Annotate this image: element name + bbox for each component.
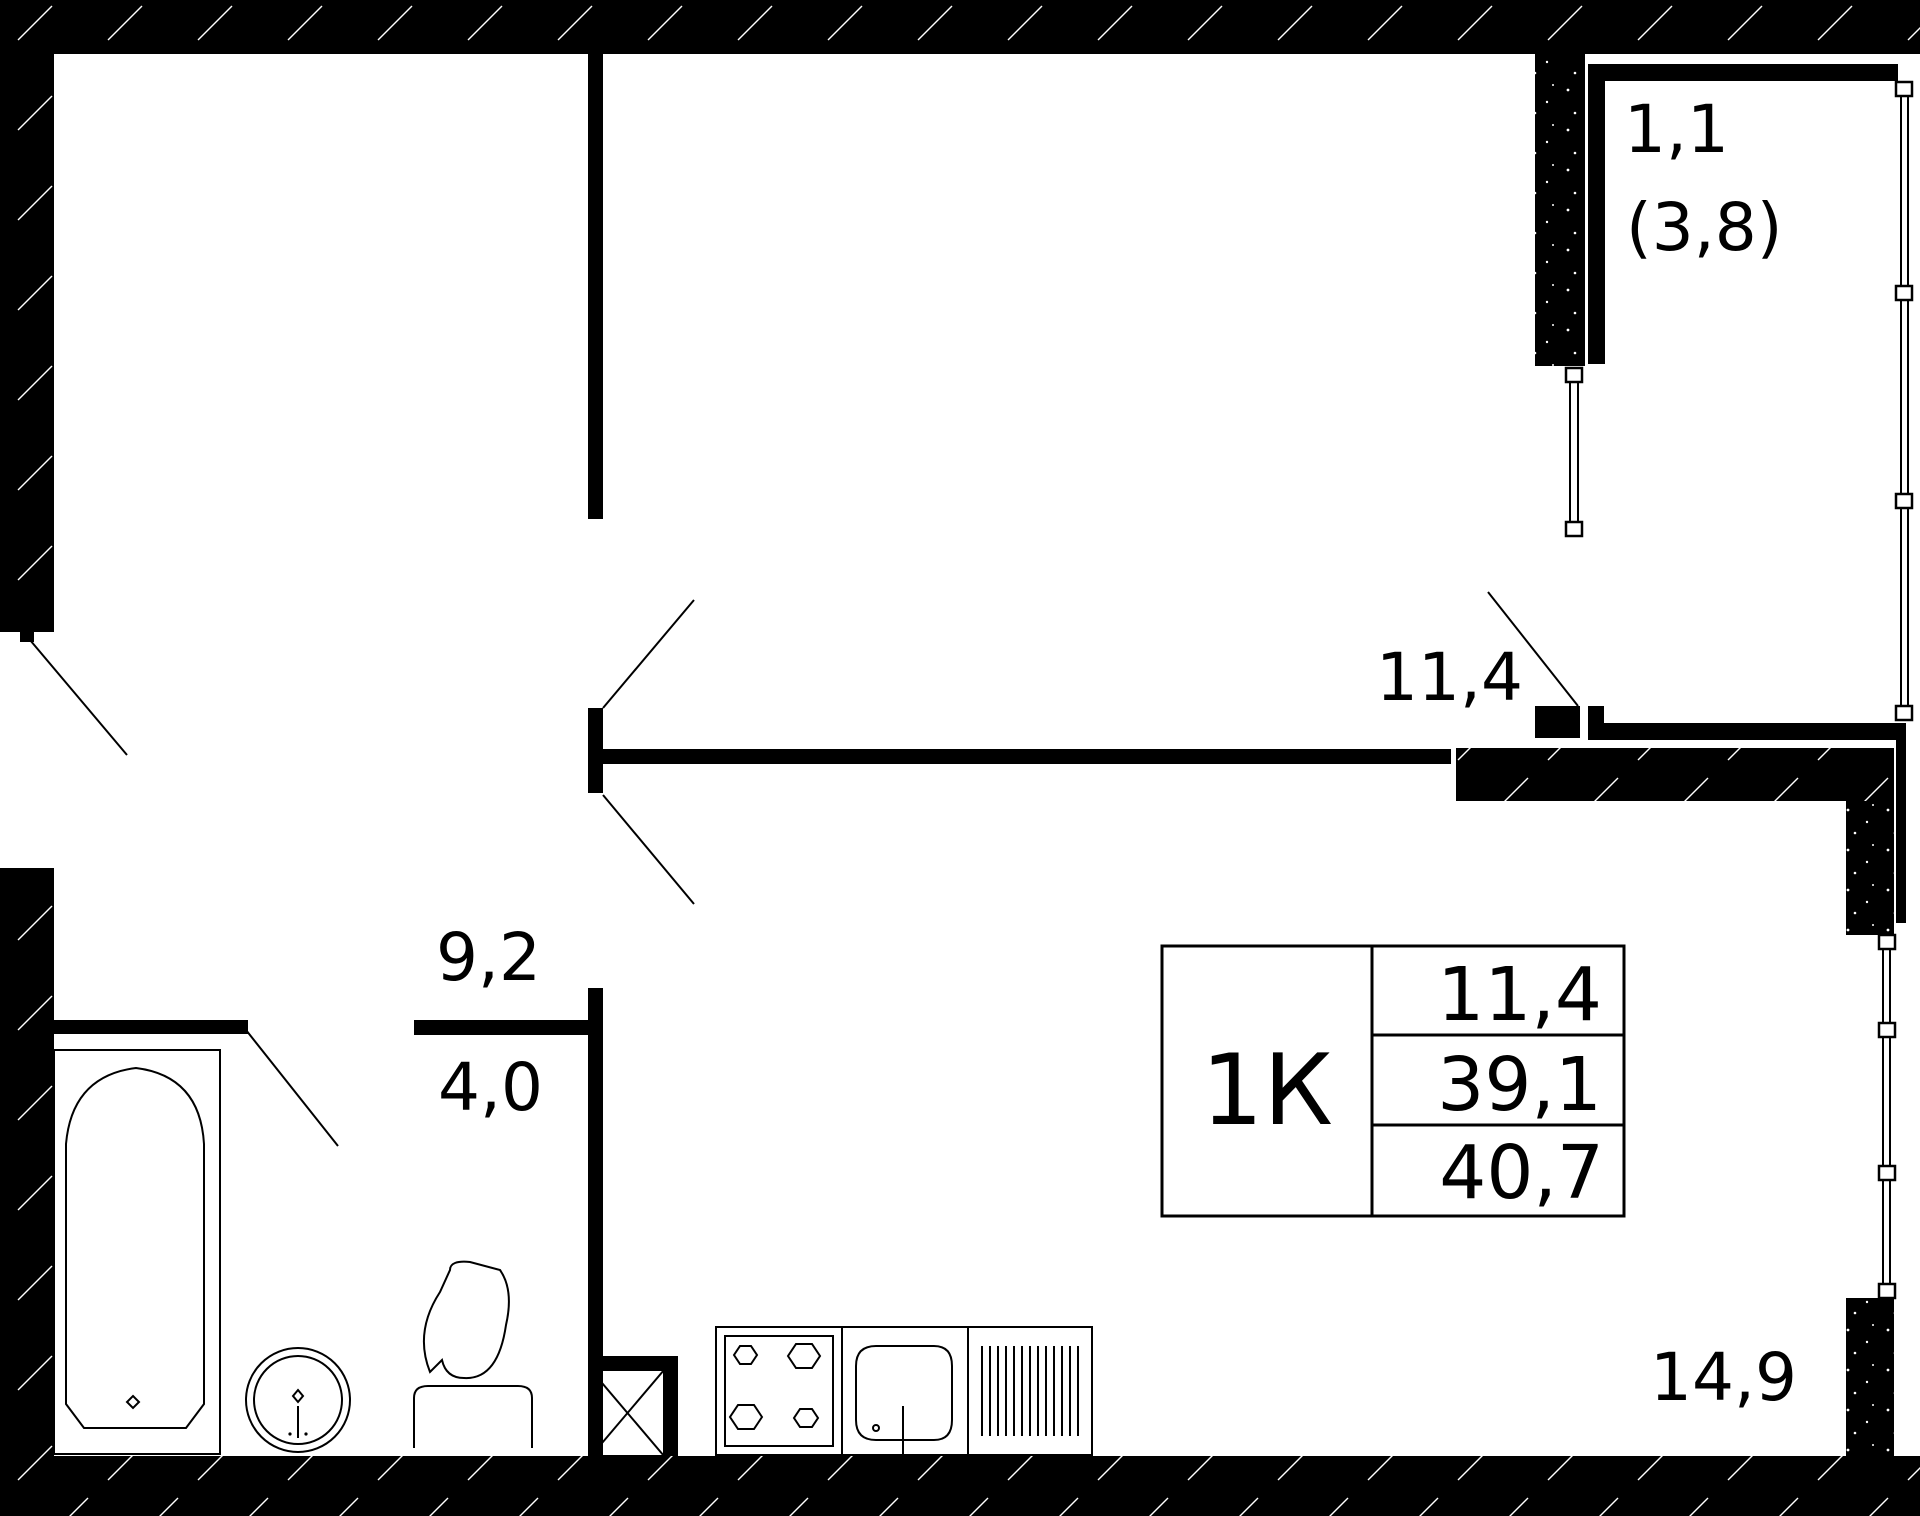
entrance-door-swing [29,639,128,756]
balcony [1487,64,1914,923]
shaft-icon [590,1369,665,1457]
balcony-wall [1535,54,1585,366]
room-kitchen-partition [596,749,1451,764]
toilet-icon [413,1260,533,1448]
apartment-type: 1К [1201,1034,1333,1148]
top-wall [0,0,1920,54]
kitchen-area-label: 14,9 [1650,1339,1797,1416]
room-area-labels: 1,1 (3,8) 11,4 9,2 4,0 14,9 [436,91,1797,1416]
bath-kitchen-partition [588,988,603,1456]
bathtub-icon [53,1049,221,1455]
living-area: 11,4 [1437,952,1602,1038]
area-summary-table: 1К 11,4 39,1 40,7 [1160,944,1626,1218]
right-wall-lower [1846,1298,1894,1456]
total-area-with-balcony: 40,7 [1439,1130,1604,1216]
bathroom-fixtures [53,1049,665,1457]
balcony-glazing [1894,80,1914,722]
middle-wall [1456,748,1894,801]
left-wall-lower [0,868,54,1516]
interior-partitions [54,54,1451,1456]
balcony-door-swing [1487,591,1579,707]
stove-icon [715,1326,843,1456]
room-door-swing [602,599,695,709]
bath-door-swing [245,1029,339,1147]
left-wall-upper [0,54,54,632]
room-area-label: 11,4 [1376,639,1523,716]
kitchen-fixtures [715,1326,1093,1456]
bottom-wall [54,1456,1920,1516]
drying-rack-icon [967,1326,1093,1456]
total-area: 39,1 [1437,1042,1602,1128]
hall-room-partition [588,54,603,519]
balcony-area-label: 1,1 [1624,91,1729,168]
right-wall-upper [1846,801,1894,935]
door-swings [29,599,695,1147]
kitchen-window [1877,933,1897,1300]
hall-area-label: 9,2 [436,919,541,996]
balcony-window [1564,366,1584,538]
kitchen-door-swing [602,794,695,905]
bath-top-partition [54,1020,248,1034]
sink-icon [245,1347,351,1453]
kitchen-sink-icon [841,1326,969,1456]
balcony-full-area-label: (3,8) [1626,189,1782,266]
bath-area-label: 4,0 [438,1049,543,1126]
